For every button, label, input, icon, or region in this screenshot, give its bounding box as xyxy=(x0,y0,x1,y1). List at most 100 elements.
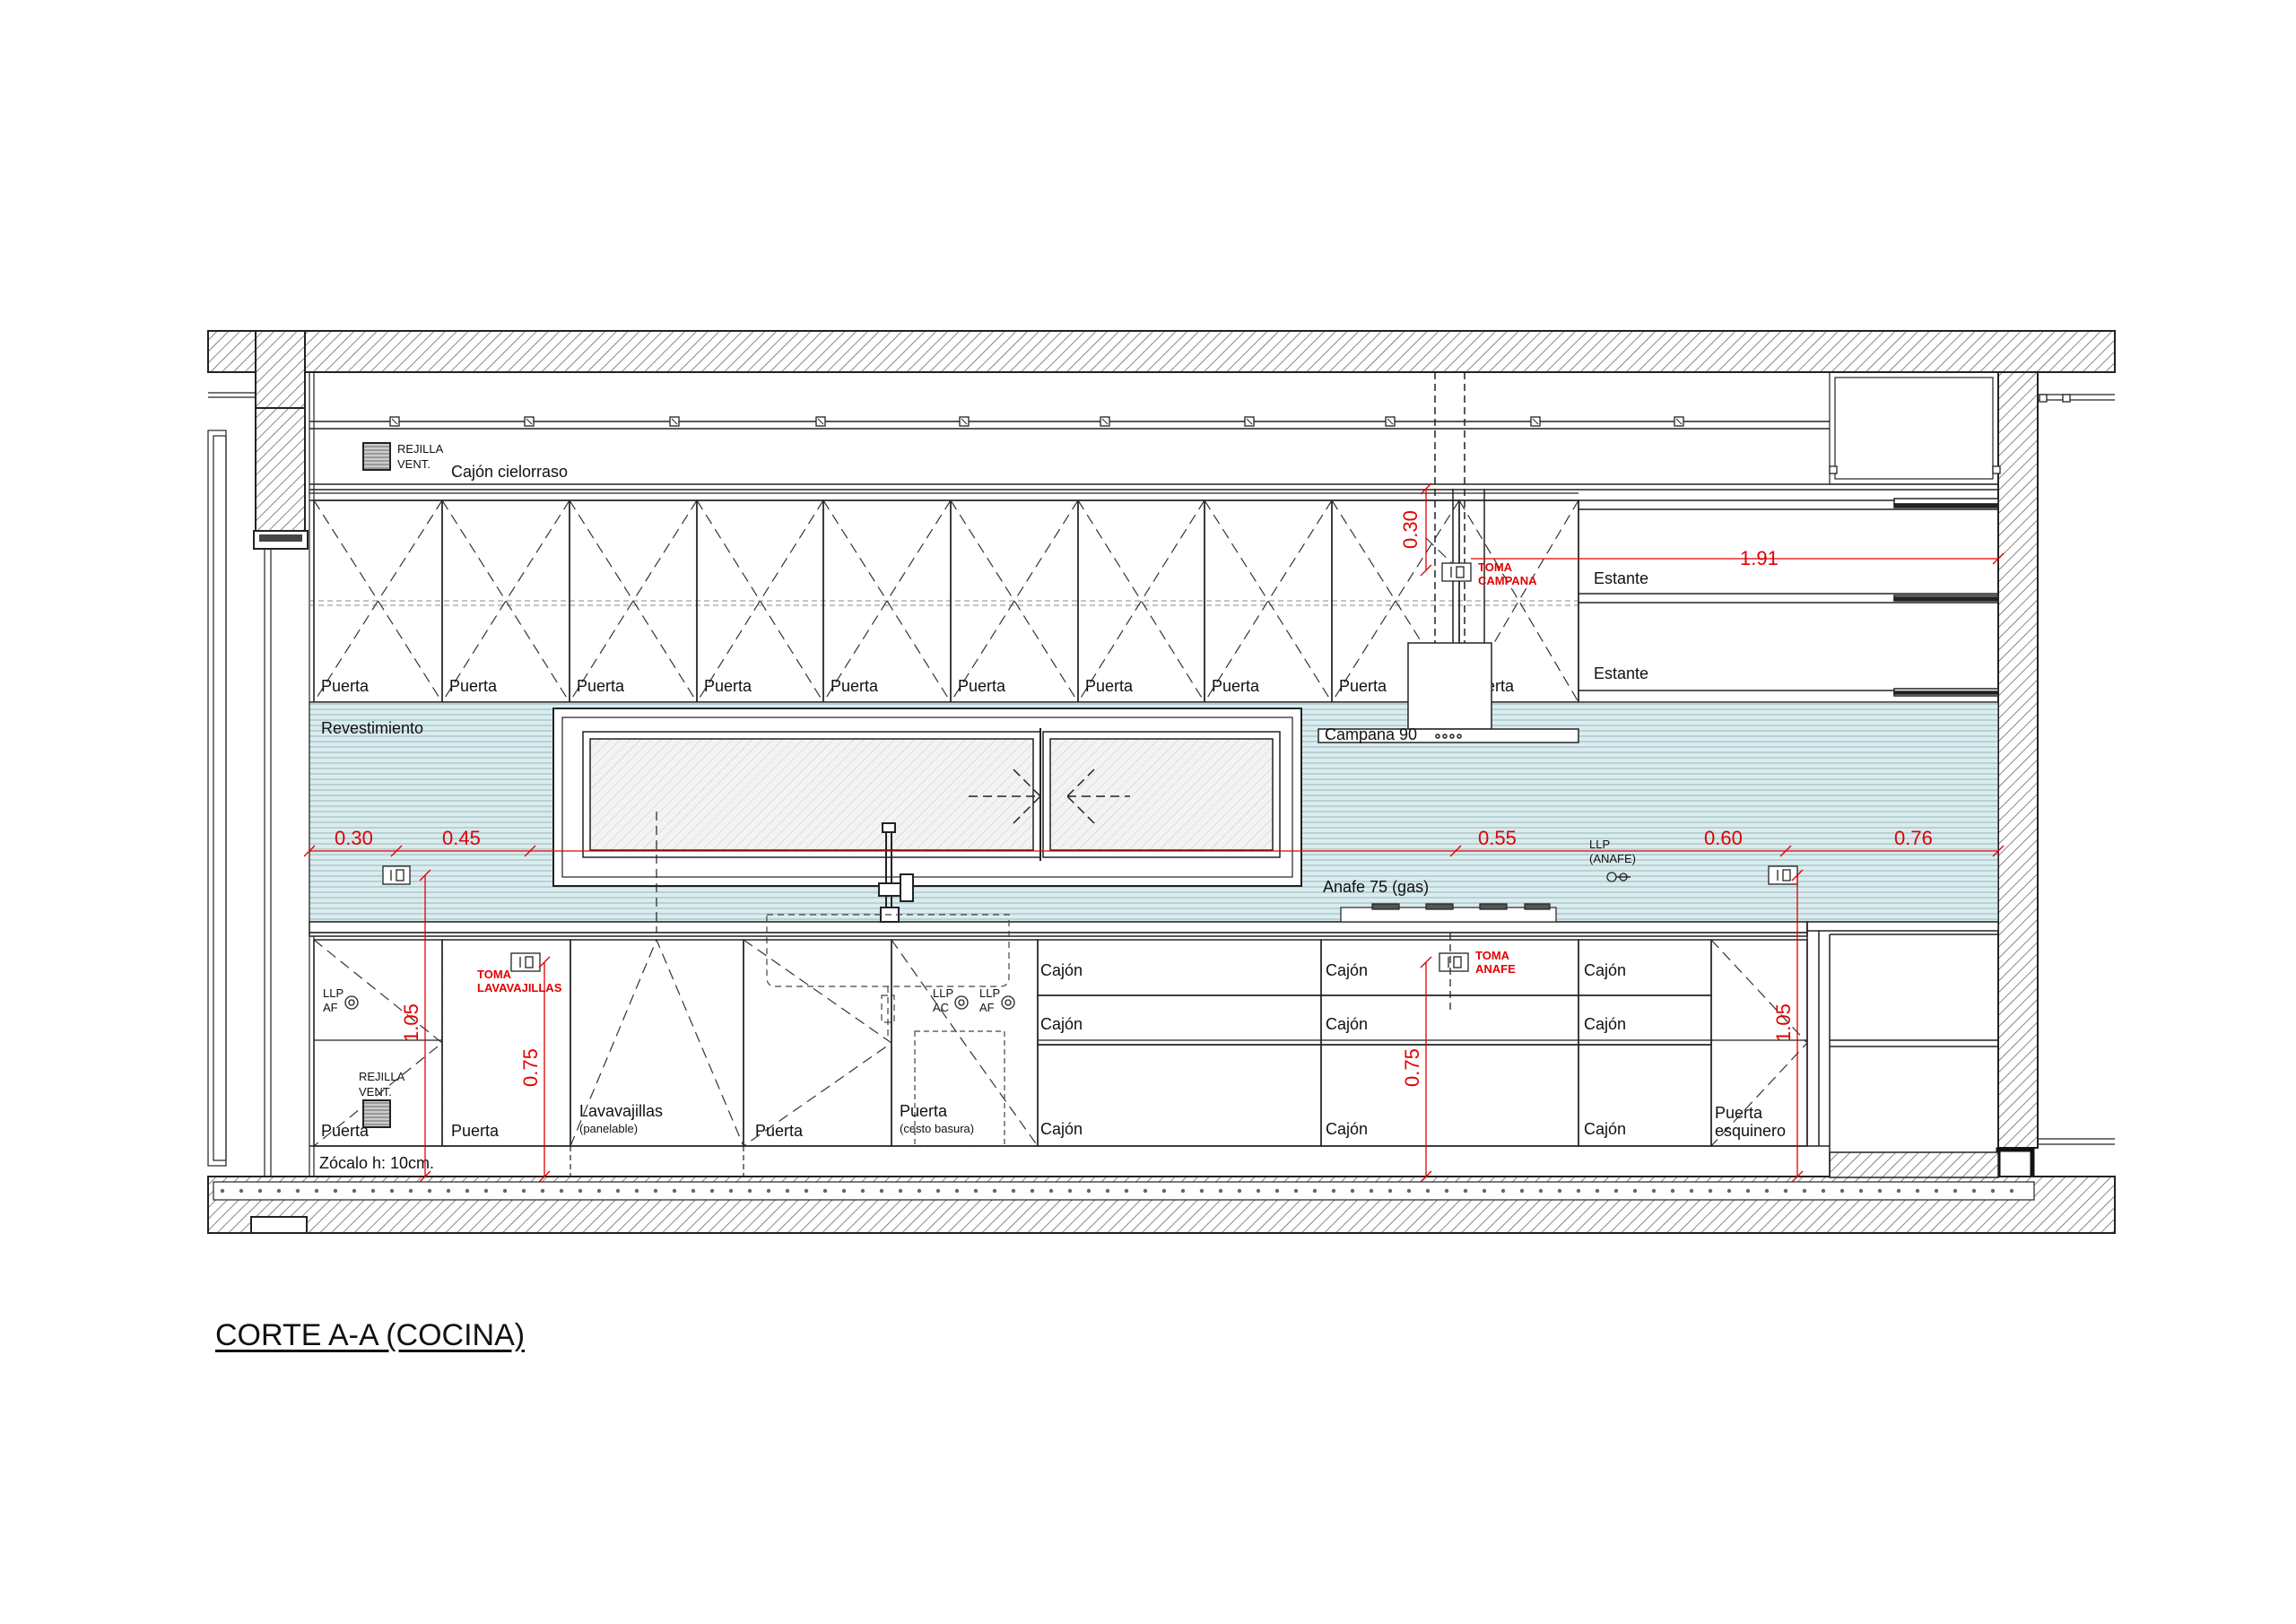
countertop xyxy=(309,921,1999,1146)
floor-dot xyxy=(1952,1188,1958,1194)
floor-dot xyxy=(1350,1188,1355,1194)
floor-dot xyxy=(747,1188,752,1194)
campana-label: Campana 90 xyxy=(1325,725,1417,743)
floor-dot xyxy=(333,1188,338,1194)
dim-030-top: 0.30 xyxy=(1399,510,1422,549)
floor-dot xyxy=(239,1188,244,1194)
floor-dot xyxy=(728,1188,734,1194)
llp-anafe-line1: LLP xyxy=(1589,838,1610,851)
plinth-lines xyxy=(309,934,1998,1177)
floor-dot xyxy=(804,1188,809,1194)
floor-dot xyxy=(1877,1188,1883,1194)
floor-dot xyxy=(691,1188,696,1194)
rejilla-bottom-grill xyxy=(362,1099,391,1128)
floor-dot xyxy=(935,1188,941,1194)
floor-dot xyxy=(1105,1188,1110,1194)
dim-105-right: 1.05 xyxy=(1772,1003,1795,1042)
lower-cabinets xyxy=(313,812,1808,1177)
floor-dot xyxy=(1143,1188,1148,1194)
floor-dot xyxy=(1858,1188,1864,1194)
dim-055: 0.55 xyxy=(1478,827,1517,849)
upper-door-label: Puerta xyxy=(1085,677,1134,695)
llp-ac-line1: LLP xyxy=(933,986,953,1000)
dim-045: 0.45 xyxy=(442,827,481,849)
cesto-basura-label: (cesto basura) xyxy=(900,1122,974,1135)
floor-dot xyxy=(578,1188,583,1194)
cajon-2-3: Cajón xyxy=(1326,1120,1368,1138)
floor-dot xyxy=(615,1188,621,1194)
floor-dot xyxy=(502,1188,508,1194)
left-column xyxy=(253,330,309,550)
floor-dot xyxy=(465,1188,470,1194)
floor-dot xyxy=(408,1188,413,1194)
floor-dot xyxy=(898,1188,903,1194)
dim-105-left: 1.05 xyxy=(400,1003,422,1042)
floor-dot xyxy=(1086,1188,1091,1194)
floor-dot xyxy=(672,1188,677,1194)
floor-dot xyxy=(596,1188,602,1194)
puerta-esquinero-line2: esquinero xyxy=(1715,1122,1786,1140)
floor-dot xyxy=(370,1188,376,1194)
floor-dot xyxy=(1463,1188,1468,1194)
floor-dot xyxy=(389,1188,395,1194)
floor-dot xyxy=(314,1188,319,1194)
floor-dot xyxy=(1557,1188,1562,1194)
floor-dot xyxy=(1632,1188,1638,1194)
floor-dot xyxy=(1500,1188,1506,1194)
faucet xyxy=(878,822,914,923)
ceiling-bolt-icon xyxy=(1385,416,1396,427)
door-swing xyxy=(743,939,893,1147)
floor-dot xyxy=(1387,1188,1393,1194)
dim-075-left: 0.75 xyxy=(519,1048,542,1087)
llp-ac-valve-icon xyxy=(954,995,969,1010)
ceiling-bolt-icon xyxy=(2039,394,2048,403)
floor-dot xyxy=(1670,1188,1675,1194)
floor-dot xyxy=(1708,1188,1713,1194)
floor-dot xyxy=(540,1188,545,1194)
puerta-lower-2: Puerta xyxy=(451,1122,500,1140)
door-swing xyxy=(570,938,744,1147)
dim-076: 0.76 xyxy=(1894,827,1933,849)
floor-dot xyxy=(2009,1188,2014,1194)
estante-1-label: Estante xyxy=(1594,569,1648,587)
floor-dot xyxy=(1783,1188,1788,1194)
dim-030-left: 0.30 xyxy=(335,827,373,849)
llp-af-1-valve-icon xyxy=(344,995,359,1010)
ceiling-bolt-icon xyxy=(959,416,970,427)
toma-anafe-line2: ANAFE xyxy=(1475,962,1516,976)
floor-dot xyxy=(1312,1188,1318,1194)
floor-dot xyxy=(1519,1188,1525,1194)
ceiling-bolt-icon xyxy=(815,416,826,427)
drawing-caption: CORTE A-A (COCINA) xyxy=(215,1318,526,1352)
floor-dot xyxy=(1030,1188,1035,1194)
puerta-esquinero-line1: Puerta xyxy=(1715,1104,1763,1122)
dimension-lines xyxy=(303,482,2005,1183)
floor-dot xyxy=(1199,1188,1205,1194)
llp-af-2-valve-icon xyxy=(1001,995,1015,1010)
toma-campana-line2: CAMPANA xyxy=(1478,574,1537,587)
floor-dot xyxy=(709,1188,715,1194)
outlet-icons xyxy=(382,562,1798,972)
floor-dot xyxy=(860,1188,865,1194)
floor-dot xyxy=(785,1188,790,1194)
llp-af-1-line2: AF xyxy=(323,1001,338,1014)
floor-dot xyxy=(1274,1188,1280,1194)
floor-dot xyxy=(973,1188,978,1194)
cajon-3-2: Cajón xyxy=(1584,1015,1626,1033)
floor-dot xyxy=(879,1188,884,1194)
cajon-1-1: Cajón xyxy=(1040,961,1083,979)
upper-door-label: Puerta xyxy=(1339,677,1387,695)
floor-dot xyxy=(1802,1188,1807,1194)
llp-af-2-line1: LLP xyxy=(979,986,1000,1000)
floor-dot xyxy=(1745,1188,1751,1194)
upper-door-label: Puerta xyxy=(704,677,752,695)
ceiling-bolt-icon xyxy=(389,416,400,427)
upper-door-label: Puerta xyxy=(958,677,1006,695)
floor-dot xyxy=(1971,1188,1977,1194)
cajon-1-2: Cajón xyxy=(1040,1015,1083,1033)
puerta-lower-3: Puerta xyxy=(755,1122,804,1140)
rejilla-top-grill xyxy=(362,442,391,471)
toma-campana-line1: TOMA xyxy=(1478,560,1513,574)
